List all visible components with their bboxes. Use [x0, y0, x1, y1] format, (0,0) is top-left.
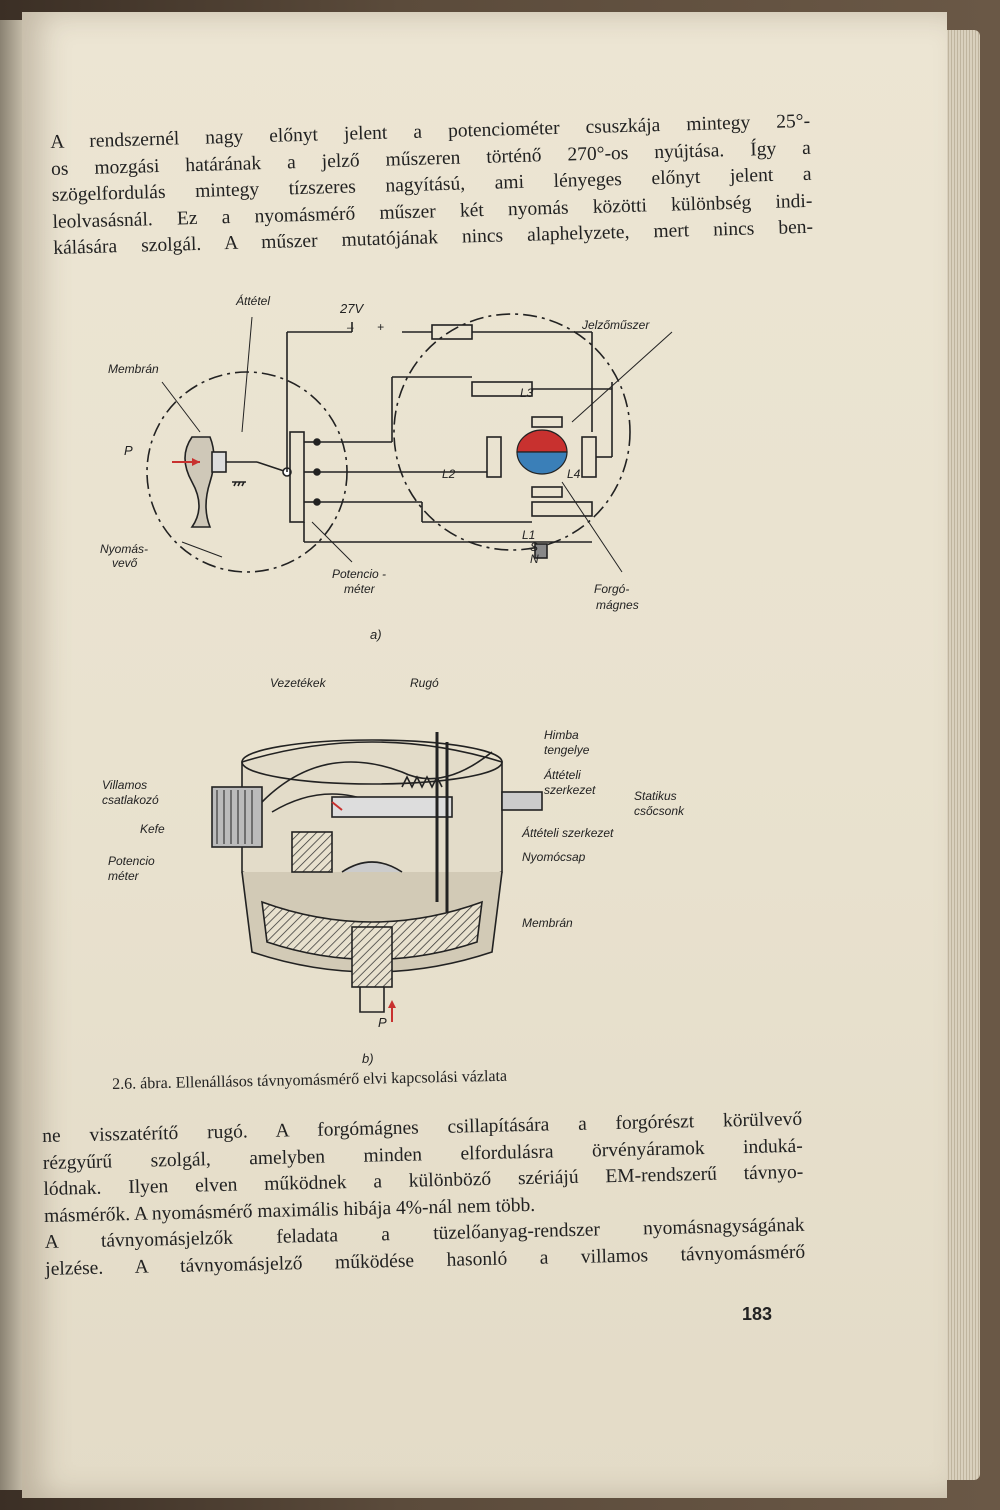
- paragraph-top: A rendszernél nagy előnyt jelent a poten…: [50, 109, 813, 263]
- label-forgomagnes-2: mágnes: [596, 598, 639, 612]
- label-potencio-1: Potencio: [108, 854, 155, 868]
- magnet-south: [516, 451, 568, 475]
- figure-b-sublabel: b): [362, 1051, 374, 1066]
- magnet-north: [516, 429, 568, 453]
- label-membran: Membrán: [108, 362, 159, 376]
- label-attetel: Áttétel: [236, 294, 271, 308]
- label-l2: L2: [442, 467, 456, 481]
- paragraph-bottom: ne visszatérítő rugó. A forgómágnes csil…: [42, 1107, 805, 1283]
- label-atteteli-1b: szerkezet: [544, 783, 596, 797]
- label-s: S: [530, 540, 539, 554]
- label-p: P: [124, 443, 133, 458]
- label-potenciometer-2: méter: [344, 582, 375, 596]
- figure-b-drawing: [211, 732, 543, 1022]
- label-nyomasvevo-1: Nyomás-: [100, 542, 149, 556]
- coil-l2: [486, 436, 502, 478]
- label-atteteli-2: Áttételi szerkezet: [522, 826, 614, 840]
- label-voltage: 27V: [340, 301, 364, 316]
- figure-caption: 2.6. ábra. Ellenállásos távnyomásmérő el…: [112, 1067, 508, 1093]
- label-l1: L1: [522, 528, 536, 542]
- page-number: 183: [742, 1304, 773, 1324]
- label-nyomasvevo-2: vevő: [112, 556, 138, 570]
- label-l3: L3: [520, 386, 534, 400]
- label-potenciometer-1: Potencio -: [332, 567, 387, 581]
- figure-a-diagram: [146, 313, 673, 573]
- label-p-b: P: [378, 1015, 387, 1030]
- label-l4: L4: [567, 467, 581, 481]
- label-statikus-1: Statikus: [634, 789, 677, 803]
- label-vezetekek: Vezetékek: [270, 676, 326, 690]
- coil-l1: [531, 501, 593, 517]
- label-membran-b: Membrán: [522, 916, 573, 930]
- label-villamos-1: Villamos: [102, 778, 148, 792]
- label-nyomocsap: Nyomócsap: [522, 850, 586, 864]
- label-n: N: [530, 552, 539, 566]
- label-kefe: Kefe: [140, 822, 165, 836]
- book-page: A rendszernél nagy előnyt jelent a poten…: [22, 12, 947, 1498]
- label-plus: +: [377, 320, 385, 334]
- label-rugo: Rugó: [410, 676, 439, 690]
- label-himba-1: Himba: [544, 728, 579, 742]
- label-villamos-2: csatlakozó: [102, 793, 159, 807]
- label-statikus-2: csőcsonk: [634, 804, 685, 818]
- indicator-outline: [393, 313, 631, 551]
- coil-l4: [581, 436, 597, 478]
- label-minus: –: [347, 320, 354, 334]
- label-forgomagnes-1: Forgó-: [594, 582, 630, 596]
- label-himba-2: tengelye: [544, 743, 590, 757]
- label-atteteli-1a: Áttételi: [544, 768, 581, 782]
- figure-a-sublabel: a): [370, 627, 382, 642]
- label-jelzomuszer: Jelzőműszer: [582, 318, 650, 332]
- label-potencio-2: méter: [108, 869, 139, 883]
